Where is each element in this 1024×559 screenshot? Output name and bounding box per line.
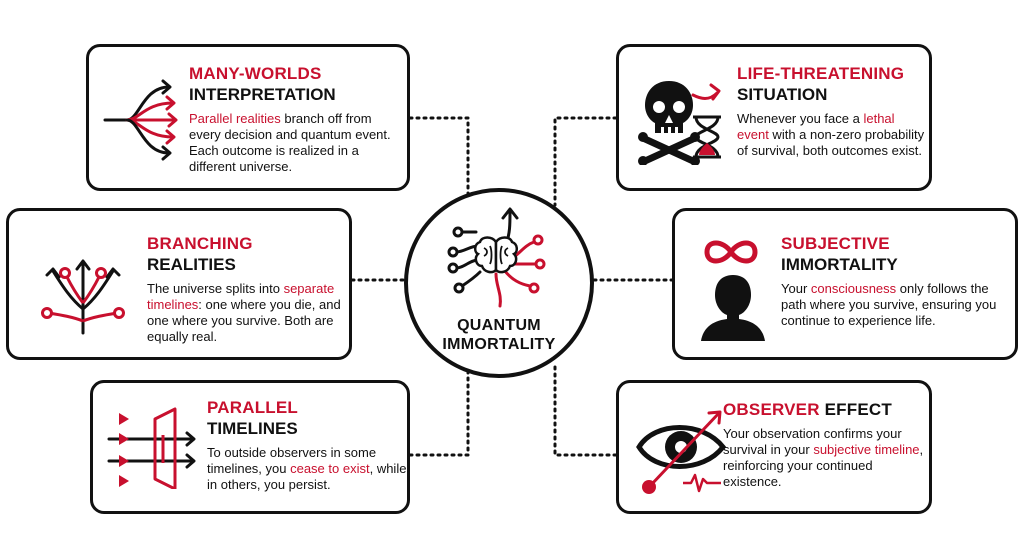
branching-arrows-icon — [103, 79, 178, 161]
card-title-red: PARALLEL — [207, 398, 298, 417]
timeline-arrows-icon — [107, 407, 196, 489]
card-body: The universe splits into separate timeli… — [147, 281, 341, 344]
center-title: QUANTUM IMMORTALITY — [442, 317, 556, 353]
brain-circuit-icon — [447, 207, 546, 308]
card-life-threatening: LIFE-THREATENING SITUATION Whenever you … — [616, 44, 932, 191]
card-title-black: REALITIES — [147, 255, 236, 274]
card-parallel-timelines: PARALLEL TIMELINES To outside observers … — [90, 380, 410, 514]
card-title-black: IMMORTALITY — [781, 255, 898, 274]
card-body: Your consciousness only follows the path… — [781, 281, 997, 328]
person-silhouette-icon — [701, 275, 765, 341]
eye-icon — [636, 410, 727, 494]
infinity-icon — [704, 240, 758, 264]
card-body: Whenever you face a lethal event with a … — [737, 111, 925, 158]
card-observer-effect: OBSERVER EFFECT Your observation confirm… — [616, 380, 932, 514]
card-many-worlds: MANY-WORLDS INTERPRETATION Parallel real… — [86, 44, 410, 191]
card-body: Your observation confirms your survival … — [723, 426, 924, 489]
card-body: To outside observers in some timelines, … — [207, 445, 407, 492]
card-title-red: BRANCHING — [147, 234, 253, 253]
card-branching-realities: BRANCHING REALITIES The universe splits … — [6, 208, 352, 360]
hourglass-icon — [691, 83, 721, 159]
card-title-black: INTERPRETATION — [189, 85, 336, 104]
card-body: Parallel realities branch off from every… — [189, 111, 391, 174]
center-circle: QUANTUM IMMORTALITY — [404, 188, 594, 378]
card-subjective-immortality: SUBJECTIVE IMMORTALITY Your consciousnes… — [672, 208, 1018, 360]
tree-branch-icon — [41, 259, 125, 335]
skull-crossbones-icon — [638, 81, 700, 165]
card-title-red: MANY-WORLDS — [189, 64, 322, 83]
card-title-red: SUBJECTIVE — [781, 234, 890, 253]
card-title-red: LIFE-THREATENING — [737, 64, 905, 83]
card-title: OBSERVER EFFECT — [723, 400, 892, 419]
card-title-black: TIMELINES — [207, 419, 298, 438]
card-title-black: SITUATION — [737, 85, 828, 104]
